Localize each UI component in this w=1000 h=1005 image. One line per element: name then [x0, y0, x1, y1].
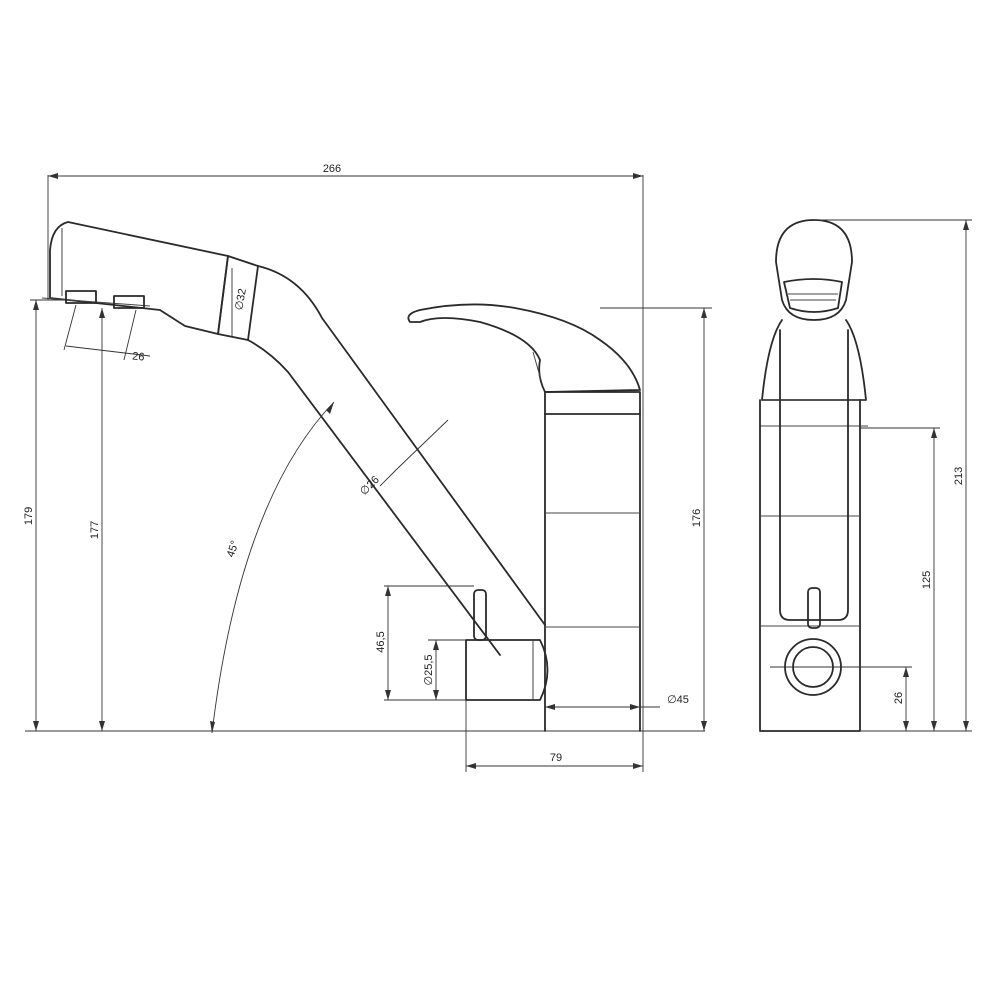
side-lever-head: [775, 219, 853, 321]
spout-tube-top: [257, 265, 546, 626]
arrow-45-right: [630, 704, 640, 710]
label-213: 213: [953, 467, 965, 485]
side-pin: [807, 587, 821, 629]
arrow-179-top: [33, 300, 39, 310]
lever-joint: [532, 351, 542, 381]
swivel-arc-arrow-low: [210, 721, 215, 733]
side-body: [759, 399, 861, 732]
aerator-left: [65, 290, 97, 304]
label-176: 176: [691, 509, 703, 527]
arrow-213-bottom: [963, 721, 969, 731]
arrow-125-bottom: [931, 721, 937, 731]
label-45-degree: 45°: [225, 539, 242, 559]
label-26-outlet: 26: [893, 692, 905, 704]
arrow-213-top: [963, 220, 969, 230]
lever-cap: [544, 391, 641, 415]
body-column: [544, 413, 641, 732]
arrow-177-top: [99, 308, 105, 318]
lever-handle: [407, 303, 641, 393]
label-179: 179: [23, 507, 35, 525]
front-view: 266 179 177 26 ∅32 ∅26 45° 176 46,5 ∅25,…: [23, 163, 712, 772]
dim-line-26: [65, 345, 151, 357]
arrow-79-left: [466, 763, 476, 769]
ext-26-right: [123, 309, 137, 361]
arrow-46-5-bottom: [385, 690, 391, 700]
ext-26-left: [63, 304, 77, 351]
arrow-46-5-top: [385, 586, 391, 596]
swivel-arc-arrow: [326, 402, 334, 414]
arrow-79-right: [633, 763, 643, 769]
arrow-266-left: [48, 173, 58, 179]
arrow-26-top: [903, 667, 909, 677]
label-266: 266: [323, 163, 341, 175]
tube-diameter-line: [397, 419, 449, 469]
arrow-177-bottom: [99, 721, 105, 731]
side-spout-tube: [779, 329, 849, 621]
label-d32: ∅32: [233, 288, 249, 312]
arrow-179-bottom: [33, 721, 39, 731]
aerator-right: [113, 295, 145, 309]
swivel-arc: [211, 401, 335, 734]
arrow-25-5-top: [433, 640, 439, 650]
label-125: 125: [921, 571, 933, 589]
spout-head: [49, 221, 229, 335]
arrow-176-bottom: [701, 721, 707, 731]
arrow-176-top: [701, 308, 707, 318]
label-d26: ∅26: [358, 474, 382, 498]
label-46-5: 46,5: [375, 631, 387, 652]
side-view: 213 125 26: [759, 219, 972, 732]
side-connector: [465, 639, 549, 701]
spout-tube-bottom: [247, 339, 501, 656]
arrow-125-top: [931, 428, 937, 438]
arrow-45-left: [545, 704, 555, 710]
side-lever-neck: [761, 319, 867, 401]
label-26-aerator: 26: [132, 350, 145, 363]
side-lever-grip: [783, 278, 843, 313]
arrow-266-right: [633, 173, 643, 179]
label-177: 177: [89, 521, 101, 539]
arrow-26-bottom: [903, 721, 909, 731]
tube-diameter-leader: [379, 467, 399, 487]
label-d25-5: ∅25,5: [423, 655, 435, 686]
label-d45: ∅45: [667, 694, 689, 706]
side-lever-pin: [473, 589, 487, 641]
arrow-25-5-bottom: [433, 690, 439, 700]
label-79: 79: [550, 752, 562, 764]
